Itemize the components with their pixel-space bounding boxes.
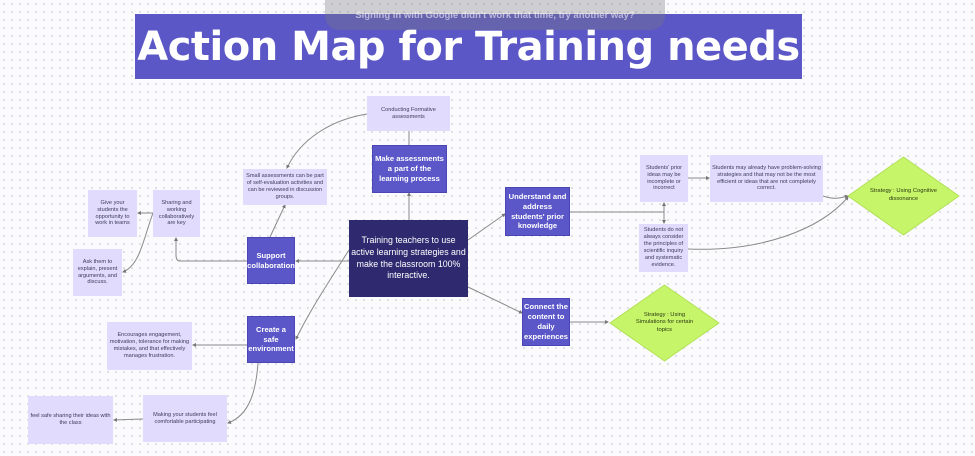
link-donot-cognitive bbox=[687, 196, 849, 250]
understand-prior-knowledge-node[interactable]: Understand and address students' prior k… bbox=[505, 187, 570, 236]
problem-solving-node[interactable]: Students may already have problem-solvin… bbox=[710, 155, 823, 202]
ask-explain-node[interactable]: Ask them to explain, present arguments, … bbox=[73, 249, 122, 296]
link-split-prior bbox=[660, 202, 666, 213]
page-title: Action Map for Training needs bbox=[135, 14, 802, 79]
link-support-sharing bbox=[174, 237, 247, 262]
assessments-node[interactable]: Make assessments a part of the learning … bbox=[372, 145, 447, 193]
link-formative-small bbox=[286, 113, 368, 169]
link-sharing-ask bbox=[122, 212, 154, 273]
feel-safe-node[interactable]: feel safe sharing their ideas with the c… bbox=[28, 396, 113, 444]
link-split-donot bbox=[660, 211, 666, 224]
link-support-small bbox=[269, 204, 286, 238]
link-mayhave-cognitive bbox=[822, 194, 849, 199]
encourages-node[interactable]: Encourages engagement, motivation, toler… bbox=[107, 322, 192, 370]
strategy-simulations-label: Strategy : Using Simulations for certain… bbox=[635, 311, 694, 333]
connect-content-node[interactable]: Connect the content to daily experiences bbox=[522, 298, 570, 346]
sign-in-toast[interactable]: Signing in with Google didn't work that … bbox=[325, 0, 665, 30]
link-center-understand bbox=[467, 213, 506, 241]
link-center-safe bbox=[295, 249, 350, 340]
making-comfortable-node[interactable]: Making your students feel comfortable pa… bbox=[143, 395, 227, 442]
sharing-node[interactable]: Sharing and working collaboratively are … bbox=[153, 190, 200, 237]
strategy-cognitive-diamond[interactable]: Strategy : Using Cognitive dissonance bbox=[847, 156, 960, 236]
strategy-cognitive-label: Strategy : Using Cognitive dissonance bbox=[869, 188, 938, 202]
safe-environment-node[interactable]: Create a safe environment bbox=[247, 316, 295, 363]
link-center-connect bbox=[467, 286, 523, 314]
strategy-simulations-diamond[interactable]: Strategy : Using Simulations for certain… bbox=[609, 284, 720, 362]
prior-ideas-node[interactable]: Students' prior ideas may be incomplete … bbox=[640, 155, 688, 202]
scientific-inquiry-node[interactable]: Students do not always consider the prin… bbox=[639, 224, 688, 272]
link-making-feelsafe bbox=[113, 417, 144, 422]
give-teams-node[interactable]: Give your students the opportunity to wo… bbox=[88, 190, 137, 237]
support-collaboration-node[interactable]: Support collaboration bbox=[247, 237, 295, 284]
central-goal-node[interactable]: Training teachers to use active learning… bbox=[349, 220, 468, 297]
small-assessments-node[interactable]: Small assessments can be part of self-ev… bbox=[243, 169, 327, 205]
link-safe-making bbox=[227, 362, 259, 424]
formative-node[interactable]: Conducting Formative assessments bbox=[367, 96, 450, 131]
